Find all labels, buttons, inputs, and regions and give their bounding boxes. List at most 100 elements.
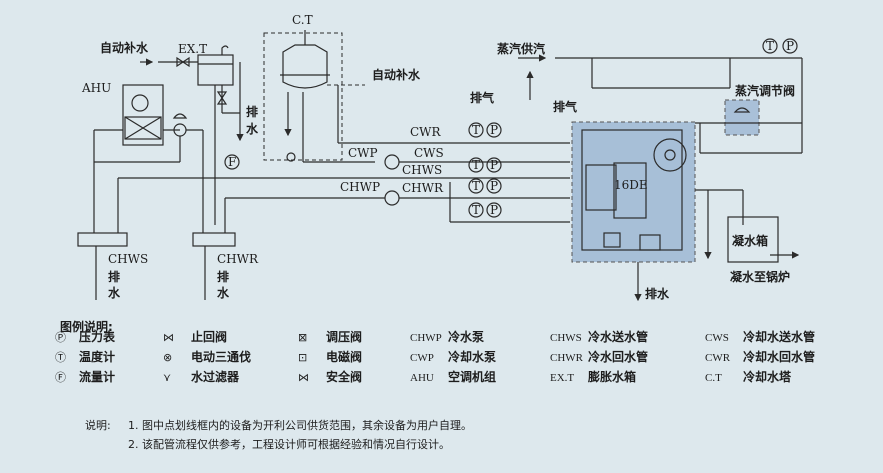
chws-label: CHWS (402, 163, 442, 177)
drain-label: 水 (246, 121, 259, 136)
legend-symbol: EX.T (550, 372, 575, 384)
legend-text: 冷却水泵 (448, 350, 497, 364)
legend-item: ⊗ 电动三通伐 (163, 348, 251, 365)
pressure-gauge: P (490, 123, 498, 137)
vent-label: 排气 (470, 90, 494, 105)
legend-text: 冷水泵 (448, 330, 485, 344)
drain-label: 排水 (645, 286, 670, 301)
pressure-gauge: P (786, 39, 794, 53)
legend-item: Ⓟ 压力表 (55, 328, 115, 345)
condensate-tank-label: 凝水箱 (732, 233, 768, 248)
valve-icon (216, 91, 228, 105)
legend-text: 空调机组 (448, 370, 497, 384)
legend-symbol: Ⓟ (55, 331, 66, 344)
flow-meter-label: F (228, 155, 236, 169)
legend-item: ⋈安全阀 (298, 368, 362, 385)
note-2: 2. 该配管流程仅供参考，工程设计师可根据经验和情况自行设计。 (128, 438, 450, 451)
legend-text: 冷却水塔 (743, 370, 792, 384)
cooling-tower: C.T 自动补水 (263, 13, 570, 163)
auto-makeup-left-label: 自动补水 (100, 40, 149, 55)
legend-text: 安全阀 (326, 370, 363, 384)
legend-symbol: CHWR (550, 352, 583, 364)
pressure-gauge: P (490, 203, 498, 217)
legend-text: 冷水回水管 (588, 350, 649, 364)
steam-supply-label: 蒸汽供汽 (497, 41, 545, 56)
steam-valve-label: 蒸汽调节阀 (735, 83, 795, 98)
drain-label: 排 (217, 269, 229, 284)
legend-item: EX.T 膨胀水箱 (550, 368, 636, 385)
ext-label: EX.T (178, 42, 207, 56)
pressure-gauge: P (490, 179, 498, 193)
chwr-header-label: CHWR (217, 252, 259, 266)
legend-symbol: CWS (705, 332, 729, 344)
temp-gauge: T (472, 158, 480, 172)
schematic: 自动补水 EX.T 排 水 AHU (77, 13, 803, 302)
legend-text: 流量计 (79, 370, 116, 384)
temp-gauge: T (472, 203, 480, 217)
ahu: AHU (81, 81, 204, 233)
flow-meter-icon (224, 154, 240, 170)
gauges: T P T P T P T P (468, 122, 502, 218)
unit-model-label: 16DE (614, 178, 648, 192)
drain-label: 排 (246, 104, 258, 119)
notes-label: 说明: (85, 419, 111, 432)
ct-label: C.T (292, 13, 313, 27)
valve-icon (176, 56, 190, 68)
drain-label: 水 (108, 285, 121, 300)
legend-text: 温度计 (79, 350, 116, 364)
legend-symbol: Ⓣ (55, 351, 66, 364)
vent-label: 排气 (553, 99, 577, 114)
legend-symbol: ⋈ (163, 331, 174, 344)
legend-text: 水过滤器 (191, 370, 240, 384)
legend-text: 调压阀 (326, 330, 363, 344)
absorption-chiller: 16DE 排水 (571, 121, 696, 302)
legend-item: Ⓣ 温度计 (55, 348, 115, 365)
cwp-pump-icon (384, 154, 400, 170)
legend-item: CHWR 冷水回水管 (550, 348, 648, 365)
temp-gauge: T (766, 39, 774, 53)
legend-item: CWP 冷却水泵 (410, 348, 496, 365)
legend-text: 冷却水回水管 (743, 350, 816, 364)
temp-gauge: T (472, 123, 480, 137)
temp-gauge: T (472, 179, 480, 193)
legend-item: ⋈ 止回阀 (163, 328, 227, 345)
legend-text: 膨胀水箱 (588, 370, 637, 384)
legend-text: 冷水送水管 (588, 330, 649, 344)
ahu-label: AHU (81, 81, 111, 95)
chwr-label: CHWR (402, 181, 444, 195)
chwp-label: CHWP (340, 180, 380, 194)
steam-line: 蒸汽供汽 T P 蒸汽调节阀 排气 排气 (470, 38, 803, 154)
legend-title: 图例说明: (60, 320, 113, 334)
expansion-tank: 自动补水 EX.T 排 水 (100, 40, 259, 225)
legend-text: 冷却水送水管 (743, 330, 816, 344)
chws-header-label: CHWS (108, 252, 148, 266)
legend-symbol: CWR (705, 352, 731, 364)
legend-text: 止回阀 (191, 330, 228, 344)
legend-item: ⋎水过滤器 (163, 368, 239, 385)
legend-item: ⊠ 调压阀 (298, 328, 362, 345)
legend-symbol: CWP (410, 352, 434, 364)
legend-item: CWS 冷却水送水管 (705, 328, 815, 345)
legend-text: 压力表 (79, 330, 116, 344)
legend-item: CWR 冷却水回水管 (705, 348, 815, 365)
legend-text: 电动三通伐 (191, 350, 252, 364)
cwp-label: CWP (348, 146, 378, 160)
legend-symbol: ⊗ (163, 351, 173, 364)
legend-symbol: C.T (705, 372, 722, 384)
drain-label: 水 (217, 285, 230, 300)
cwr-label: CWR (410, 125, 442, 139)
pressure-gauge: P (490, 158, 498, 172)
legend-item: ⊡电磁阀 (298, 348, 362, 365)
legend-item: C.T 冷却水塔 (705, 368, 791, 385)
cws-label: CWS (414, 146, 444, 160)
auto-makeup-right-label: 自动补水 (372, 67, 421, 82)
headers: CHWS CHWR 排 水 排 水 (77, 198, 259, 300)
legend-symbol: ⊠ (298, 331, 308, 344)
main-pipes: CWR CWP CWS CHWS CHWP CHWR F (118, 125, 570, 223)
chwp-pump-icon (384, 190, 400, 206)
